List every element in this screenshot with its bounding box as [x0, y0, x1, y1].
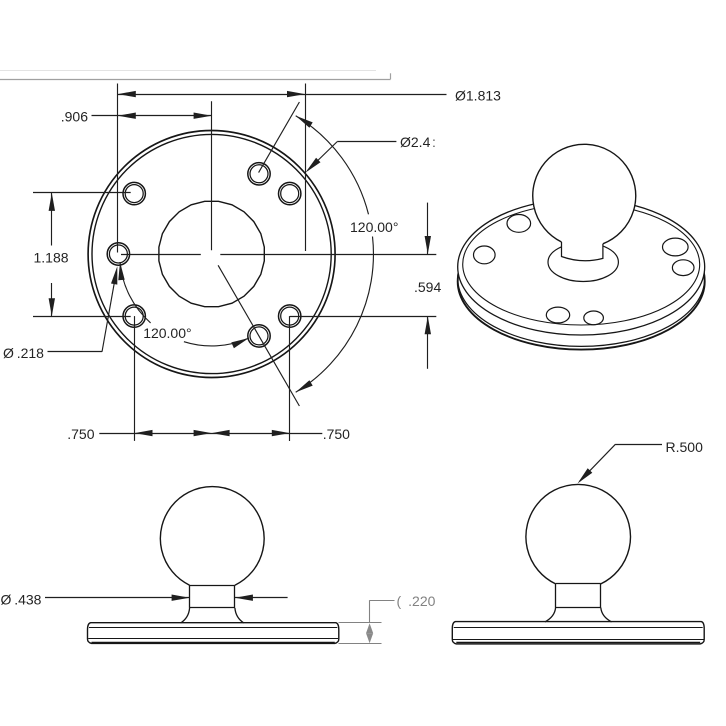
- svg-text:1.188: 1.188: [34, 250, 69, 266]
- svg-text:.906: .906: [61, 109, 88, 125]
- svg-text:120.00°: 120.00°: [143, 325, 191, 341]
- svg-text:Ø .438: Ø .438: [1, 592, 42, 608]
- svg-text:Ø2.4: Ø2.4: [400, 134, 431, 150]
- svg-text:120.00°: 120.00°: [350, 219, 398, 235]
- svg-text:Ø .218: Ø .218: [3, 345, 44, 361]
- svg-text:R.500: R.500: [666, 439, 704, 455]
- svg-text::: :: [432, 134, 436, 150]
- svg-text:( .220: ( .220: [397, 593, 436, 609]
- svg-text:.750: .750: [323, 426, 350, 442]
- svg-text:Ø1.813: Ø1.813: [455, 88, 501, 104]
- svg-text:.750: .750: [67, 426, 94, 442]
- svg-text:.594: .594: [414, 279, 441, 295]
